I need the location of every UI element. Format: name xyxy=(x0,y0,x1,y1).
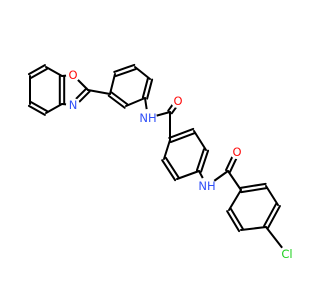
single-bond xyxy=(87,89,111,95)
atom-n-benzoxazole: N xyxy=(66,98,80,112)
double-bond xyxy=(168,127,195,139)
single-bond xyxy=(125,97,146,107)
double-bond xyxy=(110,91,129,106)
single-bond xyxy=(109,73,116,95)
double-bond xyxy=(27,104,46,116)
atom-nh-amide-2-label: NH xyxy=(198,179,215,193)
atom-n-benzoxazole-label: N xyxy=(69,98,78,112)
double-bond xyxy=(164,156,180,179)
single-bond xyxy=(265,185,279,206)
atom-nh-amide-2: NH xyxy=(198,177,216,195)
double-bond xyxy=(263,202,278,227)
single-bond xyxy=(45,66,63,77)
atom-cl-label: Cl xyxy=(281,247,292,261)
atom-o-amide-1-label: O xyxy=(173,94,182,108)
single-bond xyxy=(134,66,151,80)
double-bond xyxy=(113,63,136,73)
atom-nh-amide-1: NH xyxy=(139,109,157,127)
atom-nh-amide-1-label: NH xyxy=(139,111,156,125)
bond-layer xyxy=(27,63,288,255)
atom-o-benzoxazole-label: O xyxy=(68,68,77,82)
double-bond xyxy=(226,210,241,233)
double-bond xyxy=(240,187,268,194)
double-bond xyxy=(229,207,244,230)
atom-o-benzoxazole: O xyxy=(66,68,80,82)
single-bond xyxy=(227,170,242,191)
double-bond xyxy=(195,148,205,172)
double-bond xyxy=(169,132,196,144)
single-bond xyxy=(240,226,267,231)
double-bond xyxy=(146,78,154,100)
double-bond xyxy=(141,77,149,99)
double-bond xyxy=(30,67,49,79)
double-bond xyxy=(27,64,46,76)
double-bond xyxy=(107,94,126,109)
double-bond xyxy=(200,149,210,173)
double-bond xyxy=(161,159,177,182)
atom-o-amide-1: O xyxy=(171,94,185,108)
molecule-structure: O N NH O NH O Cl xyxy=(27,63,295,262)
single-bond xyxy=(45,103,63,114)
double-bond xyxy=(239,182,267,189)
double-bond xyxy=(30,101,49,113)
single-bond xyxy=(163,139,171,160)
atom-cl: Cl xyxy=(279,246,295,262)
double-bond xyxy=(266,205,281,230)
single-bond xyxy=(193,130,207,151)
double-bond xyxy=(114,68,137,78)
single-bond xyxy=(176,170,200,180)
atom-o-amide-2-label: O xyxy=(232,145,241,159)
atom-o-amide-2: O xyxy=(230,145,244,159)
single-bond xyxy=(228,189,242,211)
